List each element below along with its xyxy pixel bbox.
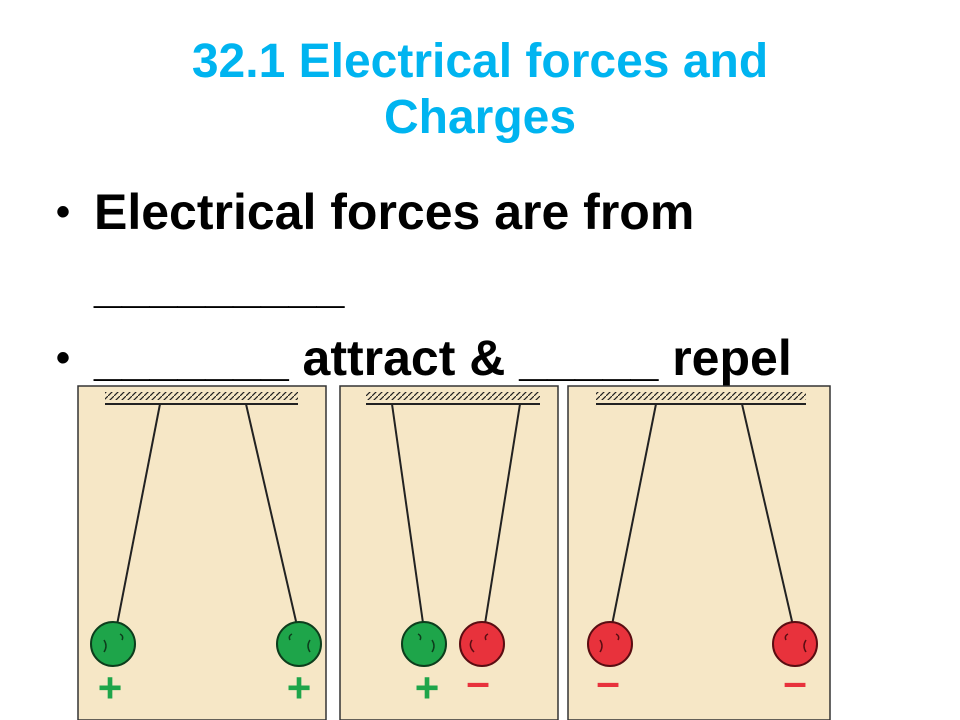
bullet-item: • Electrical forces are from _________ xyxy=(52,176,932,322)
negative-ball-icon xyxy=(459,621,505,667)
panel-negative-negative: – – xyxy=(567,385,831,720)
string xyxy=(741,403,795,631)
string xyxy=(391,403,425,631)
negative-ball-icon xyxy=(587,621,633,667)
string xyxy=(610,403,657,631)
ceiling-hatch-icon xyxy=(366,392,540,400)
bullet-dot-icon: • xyxy=(56,336,71,380)
negative-sign: – xyxy=(783,658,806,705)
positive-ball-icon xyxy=(90,621,136,667)
panel-positive-negative: + – xyxy=(339,385,559,720)
panel-positive-positive: + + xyxy=(77,385,327,720)
negative-sign: – xyxy=(466,658,489,705)
positive-sign: + xyxy=(287,664,312,711)
panel-background xyxy=(339,385,559,720)
bullet-text: Electrical forces are from _________ xyxy=(94,184,695,313)
pendulum-illustration: + + + – xyxy=(77,385,831,720)
bullet-item: • _______ attract & _____ repel xyxy=(52,322,932,395)
string xyxy=(483,403,521,631)
negative-ball-icon xyxy=(772,621,818,667)
string xyxy=(115,403,161,631)
bullet-text: _______ attract & _____ repel xyxy=(94,330,792,386)
string xyxy=(245,403,299,631)
positive-ball-icon xyxy=(276,621,322,667)
positive-sign: + xyxy=(415,664,440,711)
positive-sign: + xyxy=(98,664,123,711)
slide-title: 32.1 Electrical forces and Charges xyxy=(191,35,769,144)
positive-ball-icon xyxy=(401,621,447,667)
ceiling-hatch-icon xyxy=(105,392,298,400)
ceiling-hatch-icon xyxy=(596,392,806,400)
negative-sign: – xyxy=(596,658,619,705)
bullet-list: • Electrical forces are from _________ •… xyxy=(52,176,932,395)
bullet-dot-icon: • xyxy=(56,190,71,234)
